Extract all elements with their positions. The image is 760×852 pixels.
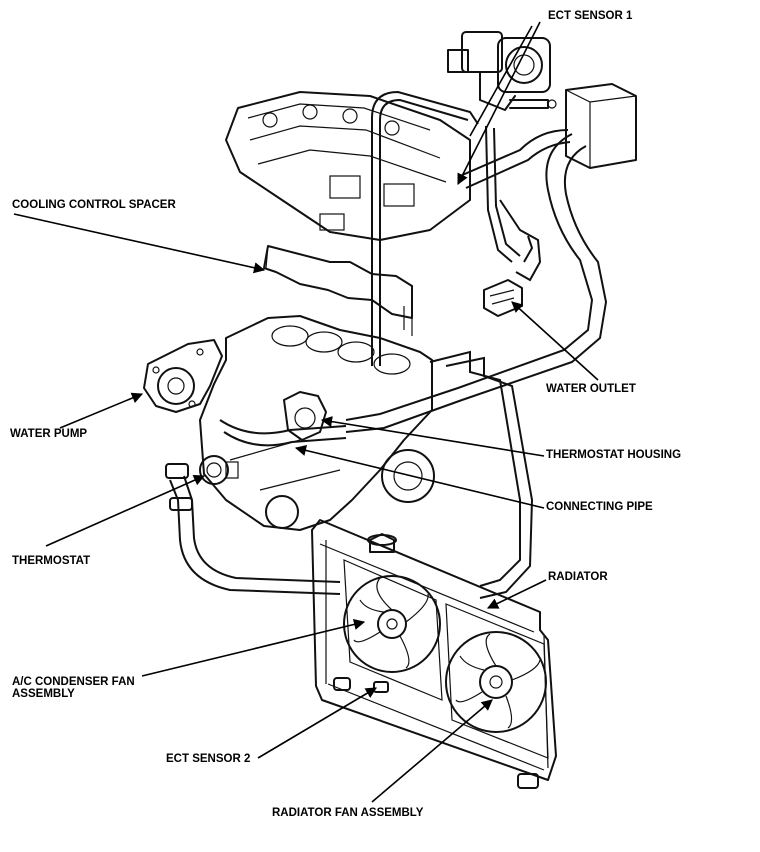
label-connecting-pipe: CONNECTING PIPE	[546, 501, 653, 513]
leader-connecting-pipe	[294, 444, 545, 509]
connecting-pipe	[219, 419, 347, 447]
label-thermostat: THERMOSTAT	[12, 555, 91, 567]
leader-ect-sensor-1	[457, 21, 541, 185]
reservoir-box	[565, 83, 637, 169]
heater-hoses	[485, 125, 542, 282]
lower-radiator-hose	[165, 463, 341, 595]
thermostat	[199, 455, 239, 485]
cooling-control-spacer	[263, 245, 413, 336]
label-ect-sensor-1: ECT SENSOR 1	[548, 10, 633, 22]
radiator-fan-assembly	[445, 603, 549, 759]
bypass-tube	[371, 90, 479, 366]
leader-thermostat-housing	[320, 416, 545, 457]
overflow-hose	[459, 129, 571, 189]
leader-radiator-fan-assembly	[371, 699, 493, 803]
thermostat-housing	[283, 391, 327, 441]
leader-thermostat	[45, 474, 206, 547]
leader-ect-sensor-2	[257, 687, 377, 759]
leader-cooling-control-spacer	[13, 213, 266, 274]
leader-ac-condenser-fan	[141, 618, 366, 677]
label-ac-condenser-fan-line2: ASSEMBLY	[12, 688, 75, 700]
leader-water-pump	[59, 392, 144, 429]
water-pump	[143, 339, 223, 413]
ect-sensor-2	[373, 681, 389, 693]
leader-radiator	[486, 579, 547, 609]
leader-water-outlet	[511, 301, 599, 381]
leader-ect-sensor-1-branch	[469, 25, 533, 137]
ac-condenser-fan-assembly	[343, 559, 443, 701]
label-thermostat-housing: THERMOSTAT HOUSING	[546, 449, 682, 461]
ect-sensor-1-assembly	[447, 31, 557, 111]
label-ac-condenser-fan-line1: A/C CONDENSER FAN	[12, 676, 135, 688]
label-ect-sensor-2: ECT SENSOR 2	[166, 753, 251, 765]
label-radiator: RADIATOR	[548, 571, 608, 583]
leader-lines	[13, 21, 599, 803]
label-water-outlet: WATER OUTLET	[546, 383, 636, 395]
label-radiator-fan-assembly: RADIATOR FAN ASSEMBLY	[272, 807, 424, 819]
water-outlet	[483, 279, 523, 317]
upper-radiator-hose	[345, 133, 608, 599]
cylinder-head	[225, 91, 471, 241]
label-water-pump: WATER PUMP	[10, 428, 88, 440]
label-cooling-control-spacer: COOLING CONTROL SPACER	[12, 199, 176, 211]
